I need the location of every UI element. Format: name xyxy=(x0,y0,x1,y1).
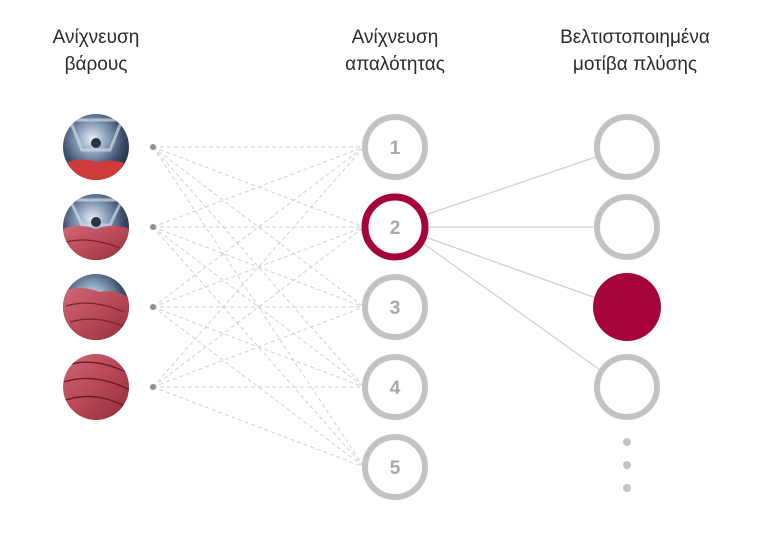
heading-softness-detection: Ανίχνευση απαλότητας xyxy=(285,24,505,78)
heading-line: Ανίχνευση xyxy=(52,27,140,48)
softness-nodes: 1 2 3 4 5 xyxy=(361,114,429,500)
softness-label: 3 xyxy=(390,298,401,319)
softness-label: 4 xyxy=(390,378,401,399)
softness-label: 5 xyxy=(390,458,401,479)
solid-connections xyxy=(423,156,601,371)
softness-node-3 xyxy=(362,274,428,340)
softness-label: 1 xyxy=(390,138,401,159)
load-image-low xyxy=(63,114,129,180)
dashed-connections xyxy=(152,146,365,468)
softness-label: 2 xyxy=(390,218,401,239)
load-image-full xyxy=(63,354,129,420)
softness-node-5 xyxy=(362,434,428,500)
load-image-medium xyxy=(63,194,129,260)
weight-node-dot xyxy=(150,304,156,310)
heading-weight-detection: Ανίχνευση βάρους xyxy=(0,24,206,78)
heading-line: μοτίβα πλύσης xyxy=(572,54,698,75)
heading-line: Βελτιστοποιημένα xyxy=(560,27,710,48)
weight-node-dot xyxy=(150,384,156,390)
softness-node-4 xyxy=(362,354,428,420)
wash-pattern-nodes xyxy=(593,114,661,420)
heading-line: Ανίχνευση xyxy=(351,27,439,48)
wash-pattern-node xyxy=(594,354,660,420)
heading-line: βάρους xyxy=(64,54,128,75)
wash-pattern-node xyxy=(594,114,660,180)
wash-pattern-node-selected xyxy=(593,273,661,341)
heading-line: απαλότητας xyxy=(345,54,445,75)
heading-optimized-wash-patterns: Βελτιστοποιημένα μοτίβα πλύσης xyxy=(525,24,745,78)
weight-nodes xyxy=(150,144,156,390)
softness-node-1 xyxy=(362,114,428,180)
weight-node-dot xyxy=(150,224,156,230)
wash-pattern-node xyxy=(594,194,660,260)
load-image-high xyxy=(63,274,129,340)
softness-node-2-selected xyxy=(361,193,429,261)
more-ellipsis-icon xyxy=(623,438,631,492)
weight-node-dot xyxy=(150,144,156,150)
